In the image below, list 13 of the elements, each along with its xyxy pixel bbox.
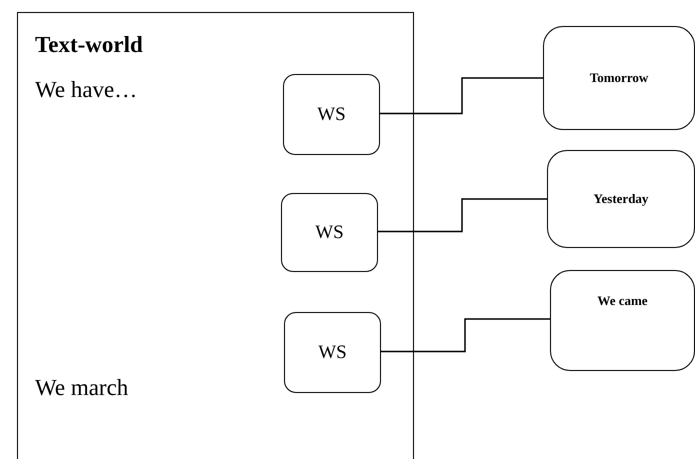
- frame-box: [17, 12, 414, 459]
- heading: Text-world: [35, 32, 143, 58]
- rounded-box: Yesterday: [547, 150, 695, 248]
- body-text: We march: [35, 375, 128, 401]
- rounded-box: WS: [284, 312, 381, 393]
- rounded-box: WS: [281, 193, 378, 272]
- rounded-box: Tomorrow: [543, 26, 695, 130]
- connector-line: [377, 198, 547, 232]
- rounded-box: We came: [550, 270, 695, 371]
- rounded-box: WS: [283, 74, 380, 155]
- connector-line: [379, 77, 543, 114]
- connector-line: [380, 318, 550, 352]
- body-text: We have…: [35, 77, 138, 103]
